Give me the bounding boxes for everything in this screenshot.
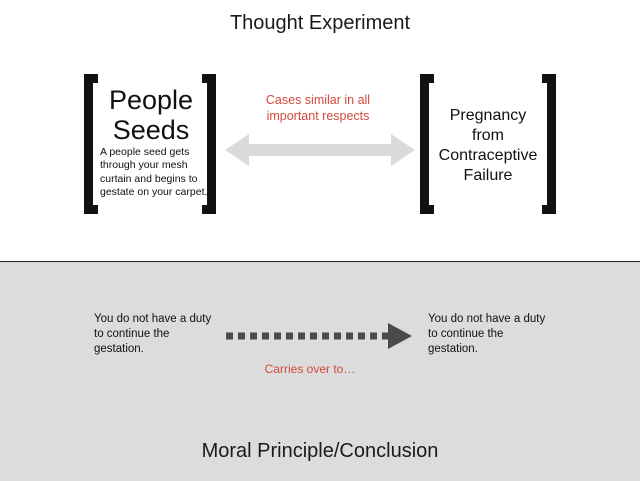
similarity-label: Cases similar in all important respects [265,93,371,123]
thought-experiment-panel [0,0,640,261]
moral-principle-title: Moral Principle/Conclusion [201,440,439,462]
left-close-bracket [202,74,216,214]
right-close-bracket [542,74,556,214]
left-open-bracket [84,74,98,214]
carries-over-label: Carries over to… [264,362,356,376]
thought-experiment-title: Thought Experiment [229,12,411,34]
people-seeds-title: People Seeds [108,85,194,145]
left-duty-text: You do not have a duty to continue the g… [94,313,212,355]
pregnancy-case-title: Pregnancy from Contraceptive Failure [438,107,538,184]
moral-principle-panel [0,261,640,481]
right-duty-text: You do not have a duty to continue the g… [428,313,546,355]
people-seeds-description: A people seed gets through your mesh cur… [100,146,208,199]
double-headed-arrow-icon [225,134,415,166]
right-open-bracket [420,74,434,214]
dashed-arrow-icon [226,323,412,349]
